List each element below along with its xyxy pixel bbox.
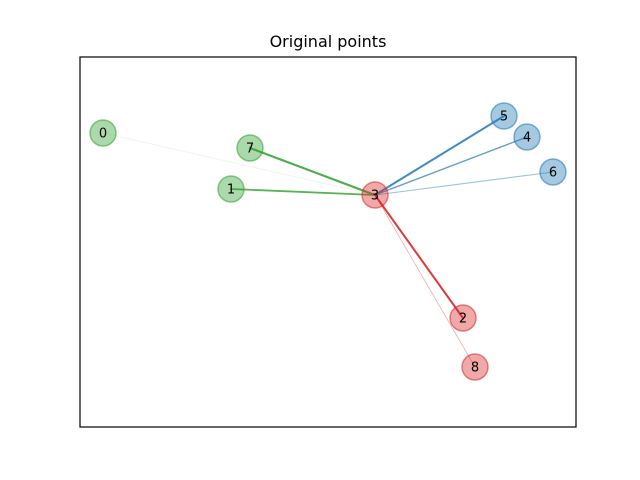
graph-node-5: 5 (490, 102, 518, 130)
node-circle (89, 119, 117, 147)
node-circle (539, 158, 567, 186)
graph-edge-3-6 (374, 171, 554, 196)
node-circle (461, 353, 489, 381)
node-circle (361, 181, 389, 209)
graph-node-7: 7 (236, 134, 264, 162)
graph-edge-3-8 (374, 194, 476, 368)
node-circle (513, 123, 541, 151)
graph-node-6: 6 (539, 158, 567, 186)
node-circle (236, 134, 264, 162)
graph-node-0: 0 (89, 119, 117, 147)
nodes-layer: 0 7 1 3 54 6 2 8 (89, 102, 567, 381)
node-circle (449, 304, 477, 332)
node-label: 1 (227, 183, 235, 198)
node-label: 4 (523, 131, 531, 146)
graph-node-3: 3 (361, 181, 389, 209)
node-circle (217, 175, 245, 203)
node-label: 3 (371, 189, 379, 204)
graph-edge-3-5 (374, 115, 505, 196)
graph-edge-1-3 (230, 188, 376, 196)
node-label: 7 (246, 142, 254, 157)
graph-edge-3-4 (374, 136, 528, 196)
graph-node-4: 4 (513, 123, 541, 151)
axes-border (79, 56, 577, 428)
graph-edge-0-3 (102, 132, 376, 196)
graph-edge-7-3 (248, 146, 377, 197)
edges-layer (102, 115, 554, 368)
graph-node-1: 1 (217, 175, 245, 203)
node-label: 5 (500, 110, 508, 125)
node-label: 8 (471, 361, 479, 376)
node-label: 6 (549, 166, 557, 181)
graph-edge-3-2 (374, 194, 464, 319)
graph-node-2: 2 (449, 304, 477, 332)
chart-title: Original points (269, 32, 387, 51)
graph-node-8: 8 (461, 353, 489, 381)
node-label: 0 (99, 127, 107, 142)
node-label: 2 (459, 312, 467, 327)
node-circle (490, 102, 518, 130)
